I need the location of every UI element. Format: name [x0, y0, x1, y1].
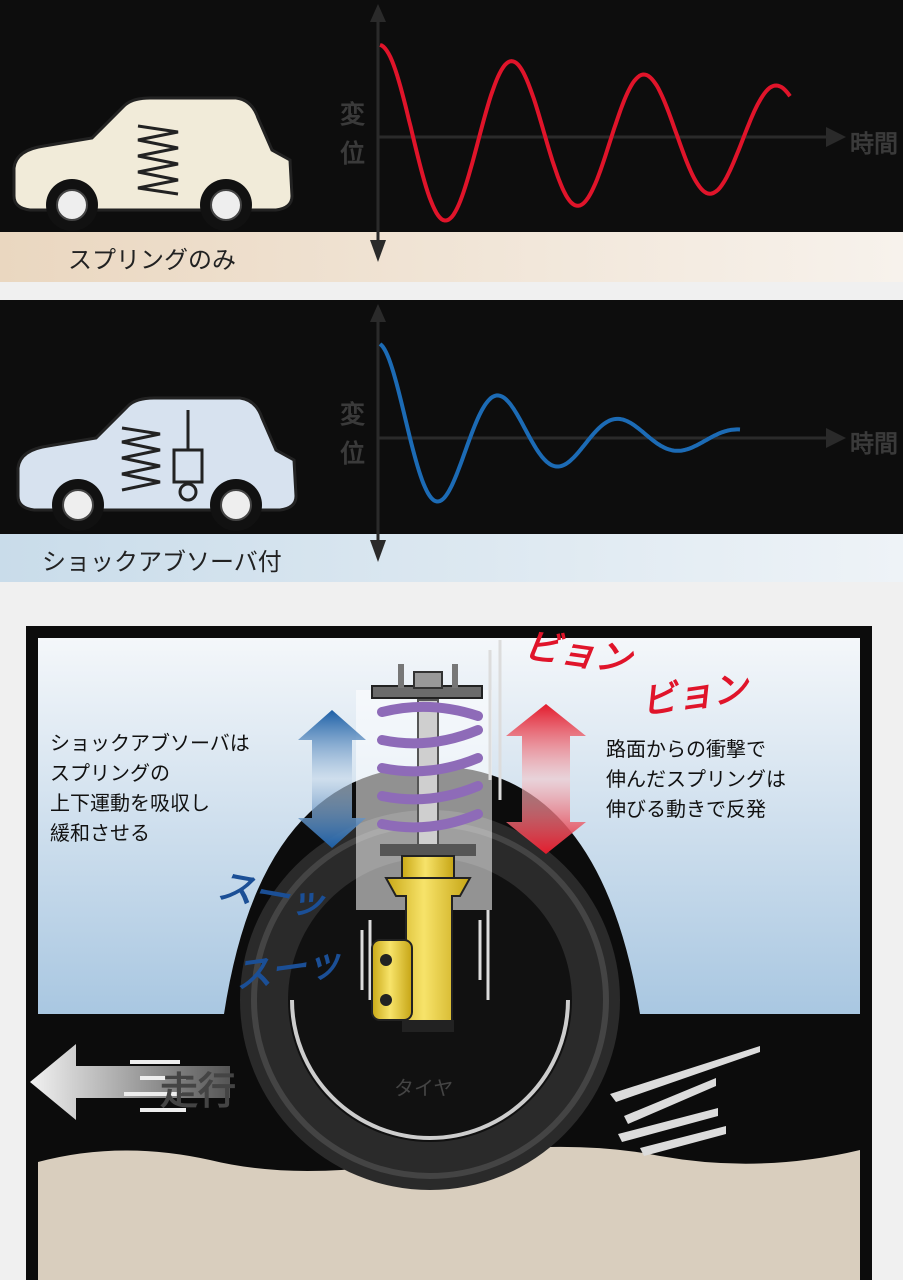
tire-label: タイヤ [394, 1072, 453, 1101]
suspension-illustration: ショックアブソーバは スプリングの 上下運動を吸収し 緩和させる 路面からの衝撃… [0, 600, 903, 1280]
y-axis-label: 変 位 [340, 396, 365, 474]
caption: ショックアブソーバ付 [0, 534, 903, 582]
damped-wave [380, 344, 740, 502]
spring-only-panel: 変 位 時間 スプリングのみ [0, 0, 903, 282]
shock-absorber-panel: 変 位 時間 ショックアブソーバ付 [0, 300, 903, 582]
caption: スプリングのみ [0, 232, 903, 280]
car-icon [14, 98, 292, 231]
x-axis-label: 時間 [850, 124, 898, 159]
suspension-graphic [0, 600, 903, 1280]
caption-text: ショックアブソーバ付 [42, 542, 282, 577]
spring-note: 路面からの衝撃で 伸んだスプリングは 伸びる動きで反発 [606, 734, 786, 824]
y-axis-label: 変 位 [340, 96, 365, 174]
absorber-note: ショックアブソーバは スプリングの 上下運動を吸収し 緩和させる [50, 728, 250, 848]
spring-only-wave [380, 45, 790, 221]
drive-label: 走行 [160, 1060, 236, 1115]
caption-text: スプリングのみ [68, 240, 236, 275]
x-axis-label: 時間 [850, 424, 898, 459]
car-icon [18, 398, 296, 531]
